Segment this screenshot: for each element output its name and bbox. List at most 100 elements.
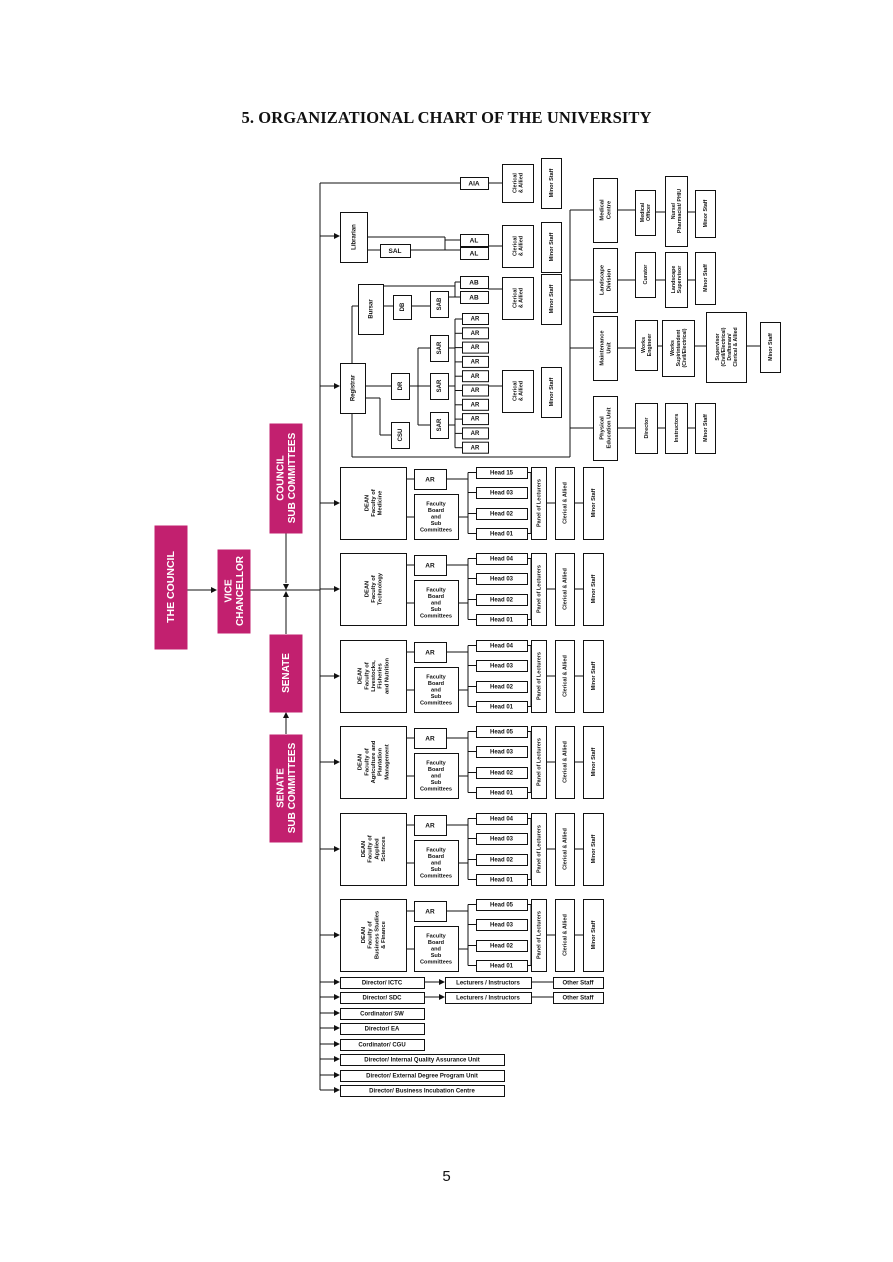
bursar-minor-staff: Minor Staff (541, 274, 562, 325)
faculty-technology-head-1-frame (476, 553, 528, 565)
centre-4-box-label: Director/ EA (365, 1027, 400, 1033)
faculty-business-studies-finance-clerical-allied-frame (555, 899, 575, 972)
faculty-technology-clerical-allied-label: Clerical & Allied (562, 568, 568, 610)
faculty-agriculture-plantation-ar-box: AR (414, 728, 447, 749)
faculty-technology-ar-box-label: AR (425, 562, 435, 569)
arrow-head (334, 979, 340, 985)
ab-box-2: AB (460, 291, 489, 304)
faculty-agriculture-plantation-ar-box-frame (414, 728, 447, 749)
registrar-ar-box-7-frame (462, 398, 489, 411)
faculty-medicine-faculty-board-box-frame (414, 494, 459, 540)
csu-box: CSU (391, 422, 410, 449)
faculty-livestock-fisheries-nutrition-head-1-label: Head 04 (490, 644, 514, 650)
ab-box-1: AB (460, 276, 489, 289)
faculty-agriculture-plantation-head-1-label: Head 05 (490, 730, 514, 736)
dr-box-frame (391, 373, 410, 400)
ab-box-2-label: AB (469, 294, 479, 301)
registrar-ar-box-8-frame (462, 413, 489, 426)
sar-box-2-frame (430, 373, 449, 400)
faculty-livestock-fisheries-nutrition-minor-staff-label: Minor Staff (591, 661, 597, 690)
faculty-agriculture-plantation-dean-box-label: DEANFaculty ofAgriculture andPlantationM… (358, 740, 391, 783)
senate-sub-committees-box: SENATESUB COMMITTEES (269, 734, 303, 843)
works-engineer-box: WorksEngineer (635, 320, 658, 371)
faculty-business-studies-finance-ar-box-label: AR (425, 908, 435, 915)
library-clerical-allied: Clerical& Allied (502, 225, 534, 268)
maintenance-unit-box-label: MaintenanceUnit (600, 330, 613, 366)
faculty-technology-dean-box-label: DEANFaculty ofTechnology (364, 572, 383, 605)
maintenance-minor-staff: Minor Staff (760, 322, 781, 373)
faculty-medicine-head-2-label: Head 03 (490, 491, 514, 497)
pe-minor-staff-label: Minor Staff (703, 414, 709, 442)
librarian-box-frame (340, 212, 368, 263)
pe-director-box: Director (635, 403, 658, 454)
faculty-business-studies-finance-dean-box-label: DEANFaculty ofBusiness Studies& Finance (361, 911, 387, 959)
faculty-technology-head-3-label: Head 02 (490, 598, 514, 604)
faculty-business-studies-finance-head-2-label: Head 03 (490, 923, 514, 929)
centre-1-box-frame (340, 977, 425, 989)
registrar-ar-box-8: AR (462, 413, 489, 426)
landscape-division-box-label: LandscapeDivision (600, 264, 613, 295)
nurse-pharmacist-box-frame (665, 176, 688, 247)
csu-box-label: CSU (398, 429, 404, 442)
pe-director-box-frame (635, 403, 658, 454)
works-superintendent-box-frame (662, 320, 695, 377)
arrow-head (334, 1087, 340, 1093)
arrow-head (334, 994, 340, 1000)
council-box-label: THE COUNCIL (165, 551, 177, 623)
faculty-business-studies-finance-head-4: Head 01 (476, 960, 528, 972)
registrar-clerical-allied: Clerical& Allied (502, 370, 534, 413)
centre-2-staff-box-label: Lecturers / Instructors (456, 996, 520, 1002)
faculty-applied-sciences-head-1-frame (476, 813, 528, 825)
faculty-livestock-fisheries-nutrition-head-2: Head 03 (476, 660, 528, 672)
faculty-medicine-panel-of-lecturers: Panel of Lecturers (531, 467, 547, 540)
aia-minor-staff-label: Minor Staff (549, 168, 555, 197)
faculty-livestock-fisheries-nutrition-panel-of-lecturers-frame (531, 640, 547, 713)
al-box-1: AL (460, 234, 489, 247)
faculty-applied-sciences-head-3-frame (476, 854, 528, 866)
sar-box-3-label: SAR (437, 418, 443, 431)
works-engineer-box-label: WorksEngineer (641, 334, 653, 357)
faculty-agriculture-plantation-head-3-frame (476, 767, 528, 779)
al-box-2-frame (460, 247, 489, 260)
arrow-head (283, 712, 289, 718)
dr-box: DR (391, 373, 410, 400)
faculty-agriculture-plantation-minor-staff: Minor Staff (583, 726, 604, 799)
centre-1-box-label: Director/ ICTC (362, 981, 403, 987)
faculty-medicine-minor-staff-label: Minor Staff (591, 488, 597, 517)
centre-8-box-frame (340, 1085, 505, 1097)
registrar-ar-box-3-frame (462, 341, 489, 354)
arrow-head (334, 586, 340, 592)
sar-box-1: SAR (430, 335, 449, 362)
aia-clerical-allied: Clerical& Allied (502, 164, 534, 203)
council-box-frame (154, 525, 188, 650)
faculty-livestock-fisheries-nutrition-head-3-frame (476, 681, 528, 693)
faculty-agriculture-plantation-ar-box-label: AR (425, 735, 435, 742)
faculty-agriculture-plantation-dean-box: DEANFaculty ofAgriculture andPlantationM… (340, 726, 407, 799)
registrar-minor-staff: Minor Staff (541, 367, 562, 418)
centre-7-box-label: Director/ External Degree Program Unit (366, 1074, 478, 1080)
faculty-medicine-clerical-allied-label: Clerical & Allied (562, 482, 568, 524)
medical-officer-box: MedicalOfficer (635, 190, 656, 236)
instructors-box-frame (665, 403, 688, 454)
medical-officer-box-label: MedicalOfficer (640, 202, 652, 222)
faculty-business-studies-finance-head-4-label: Head 01 (490, 964, 514, 970)
faculty-medicine-dean-box: DEANFaculty ofMedicine (340, 467, 407, 540)
faculty-medicine-head-1: Head 15 (476, 467, 528, 479)
faculty-technology-minor-staff-frame (583, 553, 604, 626)
centre-4-box-frame (340, 1023, 425, 1035)
registrar-ar-box-3: AR (462, 341, 489, 354)
registrar-ar-box-8-label: AR (471, 417, 480, 423)
faculty-applied-sciences-panel-of-lecturers-label: Panel of Lecturers (536, 825, 542, 873)
registrar-ar-box-2-frame (462, 327, 489, 340)
faculty-livestock-fisheries-nutrition-panel-of-lecturers-label: Panel of Lecturers (536, 652, 542, 700)
faculty-agriculture-plantation-head-2-frame (476, 746, 528, 758)
faculty-agriculture-plantation-head-3-label: Head 02 (490, 771, 514, 777)
faculty-agriculture-plantation-head-4-frame (476, 787, 528, 799)
registrar-ar-box-9: AR (462, 427, 489, 440)
faculty-technology-dean-box-frame (340, 553, 407, 626)
faculty-agriculture-plantation-head-3: Head 02 (476, 767, 528, 779)
library-minor-staff-frame (541, 222, 562, 273)
vice-chancellor-box: VICECHANCELLOR (217, 549, 251, 634)
